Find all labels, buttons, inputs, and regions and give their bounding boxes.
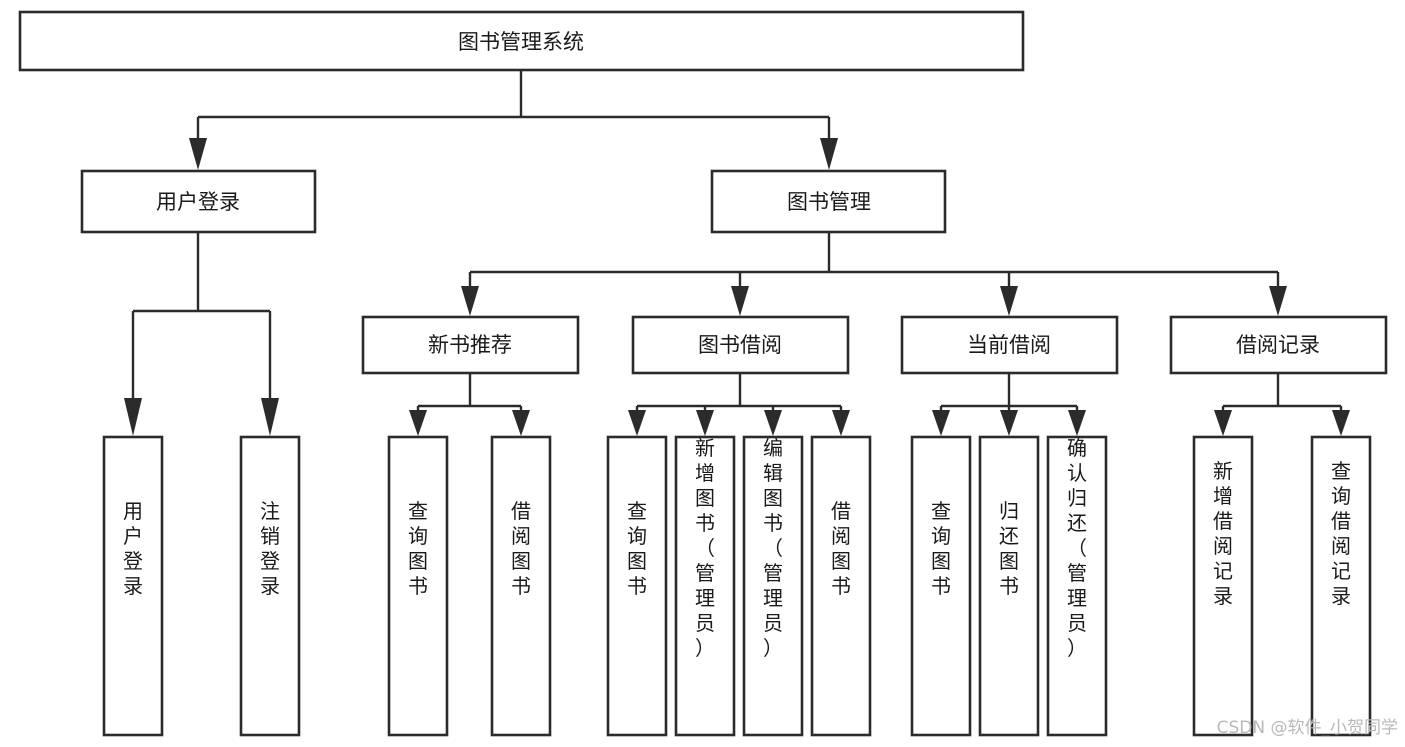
connectors-user-login-to-leaves (124, 232, 279, 436)
arrow-leaf-book-borrow-4 (832, 410, 850, 436)
arrow-to-new-book (461, 286, 479, 316)
arrow-leaf-current-borrow-2 (1000, 410, 1018, 436)
watermark-label: CSDN @软件_小贺同学 (1217, 718, 1398, 738)
leaf-book-borrow-1[interactable]: 查询图书 (606, 435, 668, 737)
leaf-borrow-record-2[interactable]: 查询借阅记录 (1310, 435, 1372, 737)
leaf-book-borrow-2-box[interactable] (674, 435, 736, 737)
leaf-borrow-record-1-box[interactable] (1192, 435, 1254, 737)
connectors-new-book-to-leaves (409, 373, 530, 436)
node-book-borrow-box[interactable] (631, 315, 850, 375)
node-user-login-label: 用户登录 (156, 190, 240, 214)
arrow-leaf-new-book-1 (409, 410, 427, 436)
leaf-book-borrow-4-box[interactable] (810, 435, 872, 737)
leaf-borrow-record-2-label: 查询借阅记录 (1331, 459, 1351, 608)
leaf-book-borrow-2[interactable]: 新增图书（管理员） (674, 435, 736, 737)
node-book-manage[interactable]: 图书管理 (710, 169, 947, 234)
leaf-book-borrow-2-label: 新增图书（管理员） (695, 436, 715, 660)
leaf-current-borrow-2-label: 归还图书 (999, 499, 1019, 598)
leaf-user-login-2[interactable]: 注销登录 (239, 435, 301, 737)
leaf-user-login-1-box[interactable] (102, 435, 164, 737)
node-book-manage-box[interactable] (710, 169, 947, 234)
node-current-borrow[interactable]: 当前借阅 (900, 315, 1119, 375)
node-book-manage-label: 图书管理 (787, 190, 871, 214)
arrow-leaf-book-borrow-3 (764, 410, 782, 436)
connectors-book-borrow-to-leaves (628, 373, 850, 436)
arrow-leaf-user-login-1 (124, 398, 142, 436)
leaf-current-borrow-1-label: 查询图书 (931, 499, 951, 598)
node-current-borrow-label: 当前借阅 (967, 333, 1051, 357)
leaf-current-borrow-2-box[interactable] (978, 435, 1040, 737)
leaf-new-book-2-box[interactable] (490, 435, 552, 737)
leaf-book-borrow-4[interactable]: 借阅图书 (810, 435, 872, 737)
arrow-leaf-current-borrow-1 (932, 410, 950, 436)
leaf-borrow-record-2-box[interactable] (1310, 435, 1372, 737)
leaf-user-login-1[interactable]: 用户登录 (102, 435, 164, 737)
node-new-book-recommend-box[interactable] (361, 315, 580, 375)
arrow-leaf-borrow-record-1 (1214, 410, 1232, 436)
arrow-to-borrow-record (1269, 286, 1287, 316)
leaf-current-borrow-3[interactable]: 确认归还（管理员） (1046, 435, 1108, 737)
leaf-user-login-1-label: 用户登录 (123, 499, 143, 598)
node-user-login-box[interactable] (80, 169, 317, 234)
arrow-leaf-borrow-record-2 (1332, 410, 1350, 436)
connectors-root-to-level2 (189, 70, 838, 170)
node-borrow-record-label: 借阅记录 (1236, 333, 1320, 357)
node-new-book-recommend-label: 新书推荐 (428, 333, 512, 357)
leaf-current-borrow-1[interactable]: 查询图书 (910, 435, 972, 737)
arrow-leaf-book-borrow-2 (696, 410, 714, 436)
arrow-leaf-current-borrow-3 (1068, 410, 1086, 436)
leaf-new-book-1-box[interactable] (387, 435, 449, 737)
leaf-book-borrow-3[interactable]: 编辑图书（管理员） (742, 435, 804, 737)
node-user-login[interactable]: 用户登录 (80, 169, 317, 234)
leaf-new-book-1[interactable]: 查询图书 (387, 435, 449, 737)
leaf-book-borrow-3-label: 编辑图书（管理员） (763, 436, 783, 660)
leaf-book-borrow-1-box[interactable] (606, 435, 668, 737)
node-current-borrow-box[interactable] (900, 315, 1119, 375)
arrow-leaf-book-borrow-1 (628, 410, 646, 436)
arrow-leaf-user-login-2 (261, 398, 279, 436)
arrow-to-user-login (189, 138, 207, 170)
connectors-current-borrow-to-leaves (932, 373, 1086, 436)
arrow-leaf-new-book-2 (512, 410, 530, 436)
leaf-book-borrow-1-label: 查询图书 (627, 499, 647, 598)
node-book-borrow-label: 图书借阅 (698, 333, 782, 357)
node-root-box[interactable] (18, 10, 1025, 72)
leaf-current-borrow-2[interactable]: 归还图书 (978, 435, 1040, 737)
leaf-user-login-2-box[interactable] (239, 435, 301, 737)
leaf-current-borrow-3-label: 确认归还（管理员） (1067, 436, 1087, 660)
node-borrow-record[interactable]: 借阅记录 (1169, 315, 1388, 375)
leaf-new-book-1-label: 查询图书 (408, 499, 428, 598)
arrow-to-book-manage (820, 138, 838, 170)
leaf-book-borrow-4-label: 借阅图书 (831, 499, 851, 598)
node-new-book-recommend[interactable]: 新书推荐 (361, 315, 580, 375)
node-book-borrow[interactable]: 图书借阅 (631, 315, 850, 375)
leaf-current-borrow-1-box[interactable] (910, 435, 972, 737)
connectors-borrow-record-to-leaves (1214, 373, 1350, 436)
node-root[interactable]: 图书管理系统 (18, 10, 1025, 72)
leaf-new-book-2[interactable]: 借阅图书 (490, 435, 552, 737)
arrow-to-current-borrow (1000, 286, 1018, 316)
leaf-borrow-record-1[interactable]: 新增借阅记录 (1192, 435, 1254, 737)
leaf-book-borrow-3-box[interactable] (742, 435, 804, 737)
arrow-to-book-borrow (731, 286, 749, 316)
node-root-label: 图书管理系统 (458, 30, 584, 54)
leaf-current-borrow-3-box[interactable] (1046, 435, 1108, 737)
leaf-new-book-2-label: 借阅图书 (511, 499, 531, 598)
leaf-borrow-record-1-label: 新增借阅记录 (1213, 459, 1233, 608)
node-borrow-record-box[interactable] (1169, 315, 1388, 375)
leaf-user-login-2-label: 注销登录 (260, 499, 280, 598)
connectors-book-manage-to-level3 (461, 232, 1287, 316)
